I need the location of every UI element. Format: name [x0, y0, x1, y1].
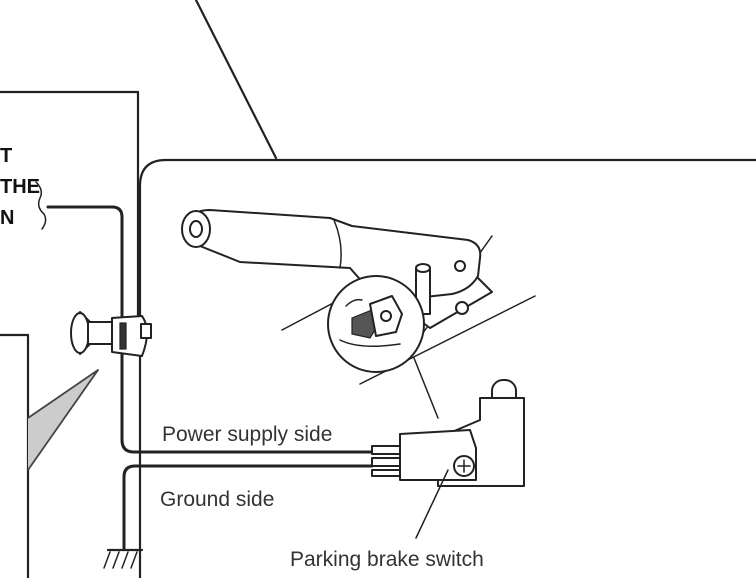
parking-brake-lever-icon [181, 209, 536, 385]
parking-brake-switch-icon [371, 379, 525, 487]
cut-text-line-1: T [0, 145, 12, 167]
ground-symbol-icon [103, 548, 144, 569]
ground-side-label: Ground side [160, 488, 274, 511]
enlarged-view-frame [138, 158, 756, 578]
splice-connector-icon [70, 311, 152, 357]
left-top-frame [0, 90, 140, 317]
top-callout-leader [194, 0, 278, 160]
wire-break-mark [35, 181, 47, 230]
left-box-frame [0, 333, 30, 578]
parking-brake-switch-label: Parking brake switch [290, 548, 484, 571]
ground-wire [122, 464, 374, 550]
callout-wedge [27, 369, 99, 471]
cut-text-line-2: THE [0, 176, 40, 198]
cut-text-line-3: N [0, 207, 14, 229]
power-supply-side-label: Power supply side [162, 423, 332, 446]
magnifier-leader [413, 357, 439, 419]
switch-label-leader [415, 469, 449, 539]
magnifier-circle [327, 275, 425, 373]
